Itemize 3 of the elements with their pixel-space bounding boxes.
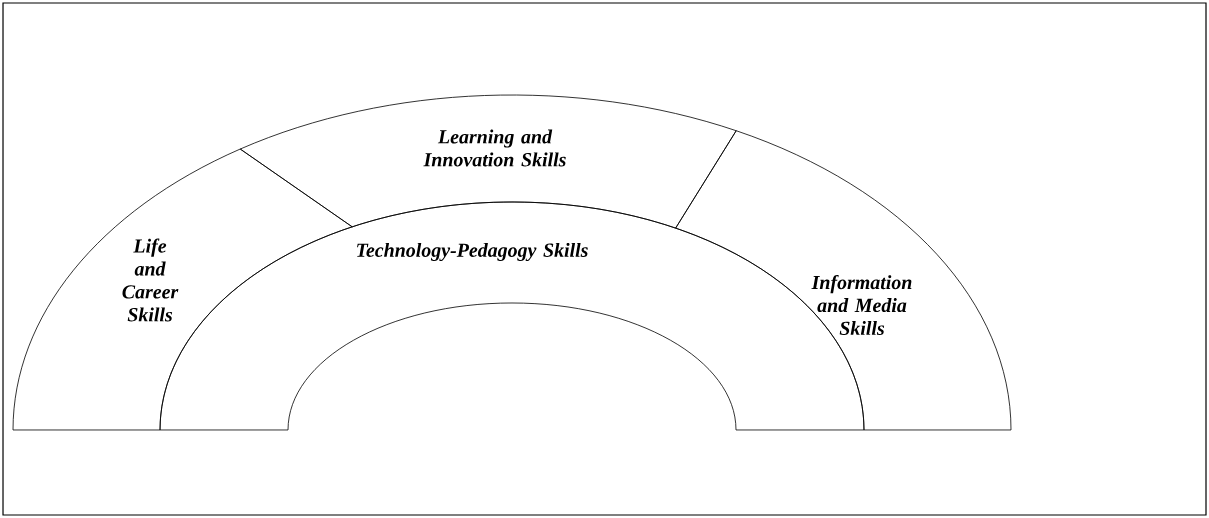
band-segment: Learning and Innovation Skills — [239, 94, 737, 229]
band-segment: Life and Career Skills — [12, 148, 353, 431]
band-segment: Information and Media Skills — [675, 130, 1012, 431]
